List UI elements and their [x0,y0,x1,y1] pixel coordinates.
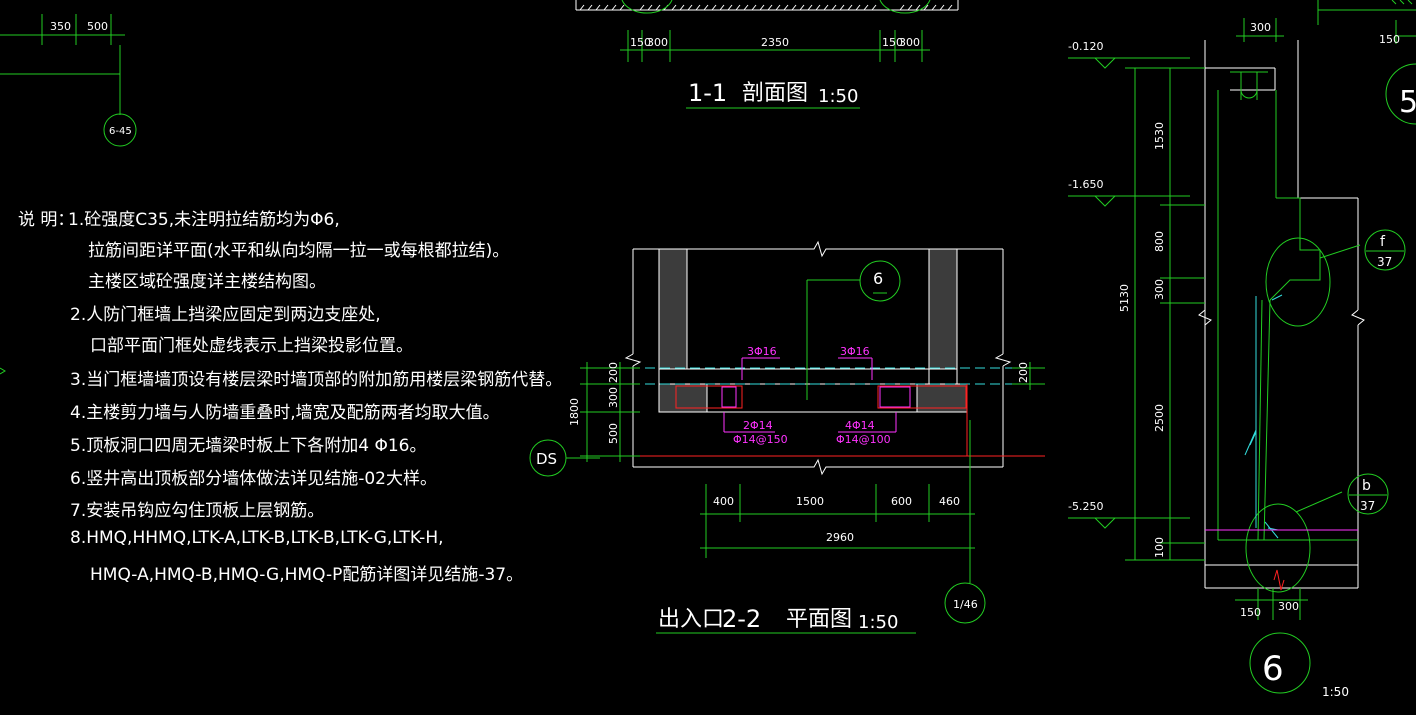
rebar-phi14-150: Φ14@150 [733,433,788,446]
left-edge-tick [0,367,6,375]
section-6-number: 6 [1262,649,1284,689]
note-1-cont: 拉筋间距详平面(水平和纵向均隔一拉一或每根都拉结)。 [88,241,510,261]
detail-b-letter: b [1362,478,1371,494]
dim-1530: 1530 [1153,122,1166,150]
note-1: 1.砼强度C35,未注明拉结筋均为Φ6, [68,210,340,230]
note-8: 8.HMQ,HHMQ,LTK-A,LTK-B,LTK-B,LTK-G,LTK-H… [70,528,444,548]
rebar-3phi16-left: 3Φ16 [747,345,777,358]
plan-2-2-walls [658,248,968,413]
notes-label: 说 明： [18,210,75,230]
detail-b-sheet: 37 [1360,499,1375,513]
plan-2-2-title: 2-2 [722,605,761,633]
plan-2-2-right-dims [1012,362,1045,390]
rebar-3phi16-right: 3Φ16 [840,345,870,358]
plan-2-2-red [600,384,1045,457]
section-bubble-6-label: 6 [873,269,883,288]
section-1-1-dims [620,0,931,109]
axis-bubble-6-45 [103,113,137,147]
dim-bottom-150: 150 [1240,606,1261,619]
axis-bubble-ds: DS [536,450,557,468]
dim-100: 100 [1153,537,1166,558]
section-1-1-name: 剖面图 [742,81,808,106]
section-1-1-ground [575,0,959,11]
dim-bottom-300: 300 [1278,600,1299,613]
detail-f-letter: f [1380,234,1386,250]
rebar-2phi14: 2Φ14 [743,419,773,432]
dim-bottom-400: 400 [713,495,734,508]
section-6-cyan [1244,294,1283,539]
dim-300-b: 300 [899,36,920,49]
dim-150-a: 150 [630,36,651,49]
dim-bottom-460: 460 [939,495,960,508]
dim-left-300: 300 [607,387,620,408]
dim-top-right-150: 150 [1379,33,1400,46]
section-6-bottom-dims [1235,588,1311,694]
rebar-phi14-100: Φ14@100 [836,433,891,446]
dim-2350: 2350 [761,36,789,49]
plan-2-2-rebar [721,357,911,433]
dim-left-1800: 1800 [568,398,581,426]
plan-2-2-outline [624,240,1012,476]
plan-2-2-gridlines [630,367,1045,385]
section-bubble-6 [806,260,901,400]
section-6-inner [1217,71,1406,593]
section-6-red [1273,569,1285,591]
axis-bubble-1-46: 1/46 [953,598,978,611]
section-1-1-scale: 1:50 [818,86,858,107]
top-left-fragment [0,14,137,147]
dim-350: 350 [50,20,71,33]
note-4: 4.主楼剪力墙与人防墙重叠时,墙宽及配筋两者均取大值。 [70,403,500,423]
elevation-1-650: -1.650 [1068,178,1103,191]
section-6-top-dims [1236,0,1416,125]
plan-2-2-scale: 1:50 [858,612,898,633]
note-2: 2.人防门框墙上挡梁应固定到两边支座处, [70,305,381,325]
section-6-outline [1198,40,1365,589]
note-1-cont-2: 主楼区域砼强度详主楼结构图。 [88,272,326,292]
dim-bottom-1500: 1500 [796,495,824,508]
plan-2-2-name: 平面图 [786,607,852,632]
dim-left-500: 500 [607,423,620,444]
dim-5130: 5130 [1118,284,1131,312]
section-6-scale: 1:50 [1322,685,1349,699]
section-1-1-title: 1-1 [688,79,727,107]
note-5: 5.顶板洞口四周无墙梁时板上下各附加4 Φ16。 [70,436,427,456]
plan-2-2-title-prefix: 出入口 [658,607,724,632]
note-3: 3.当门框墙墙顶设有楼层梁时墙顶部的附加筋用楼层梁钢筋代替。 [70,370,563,390]
dim-2500: 2500 [1153,404,1166,432]
rebar-4phi14: 4Φ14 [845,419,875,432]
dim-300-a: 300 [647,36,668,49]
note-6: 6.竖井高出顶板部分墙体做法详见结施-02大样。 [70,469,437,489]
note-7: 7.安装吊钩应勾住顶板上层钢筋。 [70,501,325,521]
edge-bubble-5: 5 [1399,85,1416,120]
detail-f-sheet: 37 [1377,255,1392,269]
elevation-0-120: -0.120 [1068,40,1103,53]
dim-bottom-600: 600 [891,495,912,508]
section-6-left-dims [1068,57,1205,561]
dim-top-300: 300 [1250,21,1271,34]
plan-2-2-bottom-dims [700,420,986,624]
axis-label-6-45: 6-45 [109,126,132,137]
dim-500: 500 [87,20,108,33]
dim-150-b: 150 [882,36,903,49]
dim-800: 800 [1153,231,1166,252]
note-8-cont: HMQ-A,HMQ-B,HMQ-G,HMQ-P配筋详图详见结施-37。 [90,565,524,585]
elevation-5-250: -5.250 [1068,500,1103,513]
dim-right-200: 200 [1017,362,1030,383]
dim-left-200: 200 [607,362,620,383]
plan-2-2-left-dims [529,362,640,477]
note-2-cont: 口部平面门框处虚线表示上挡梁投影位置。 [90,336,413,356]
dim-total-2960: 2960 [826,531,854,544]
dim-300-v: 300 [1153,279,1166,300]
